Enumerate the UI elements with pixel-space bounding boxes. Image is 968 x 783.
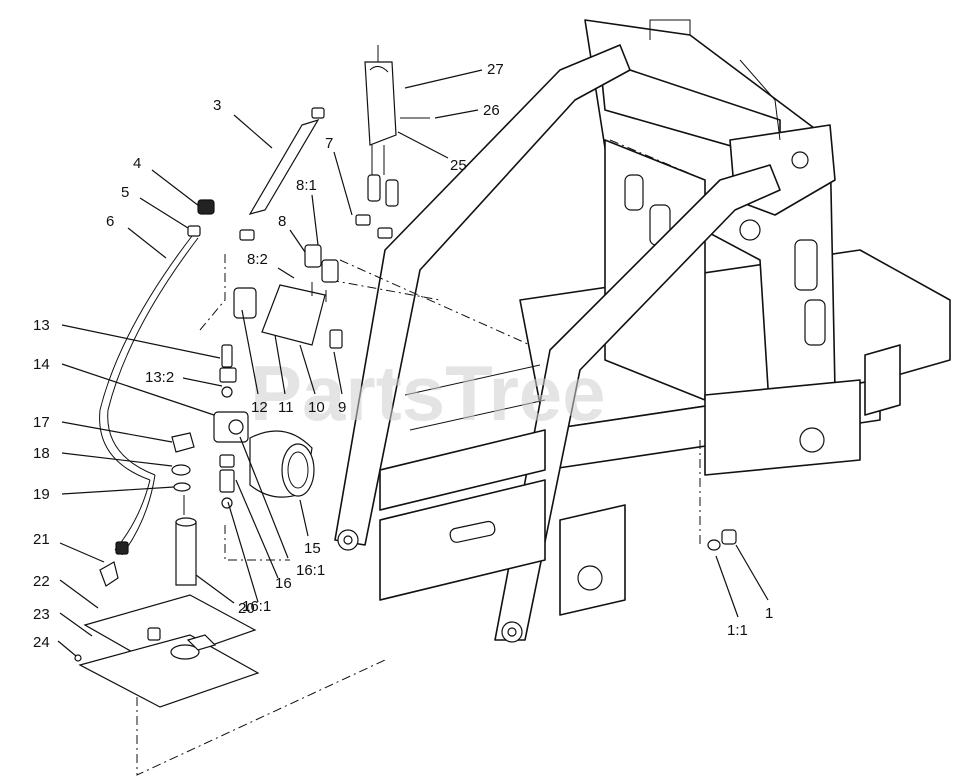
label-14: 14 bbox=[33, 356, 50, 373]
label-11: 11 bbox=[278, 399, 294, 416]
label-15: 15 bbox=[304, 540, 321, 557]
label-23: 23 bbox=[33, 606, 50, 623]
label-22: 22 bbox=[33, 573, 50, 590]
label-8-1: 8:1 bbox=[296, 177, 317, 194]
label-26: 26 bbox=[483, 102, 500, 119]
callout-labels: 27 26 25 3 7 4 5 6 8:1 8 8:2 13 13:2 14 … bbox=[33, 61, 773, 651]
part-3-hose bbox=[239, 107, 325, 241]
label-13: 13 bbox=[33, 317, 50, 334]
part-15-filter bbox=[249, 430, 315, 498]
label-25: 25 bbox=[450, 157, 467, 174]
label-17: 17 bbox=[33, 414, 50, 431]
label-3: 3 bbox=[213, 97, 221, 114]
label-6: 6 bbox=[106, 213, 114, 230]
loader-frame bbox=[136, 19, 951, 776]
label-16-1-lower: 16:1 bbox=[242, 598, 271, 615]
part-25-cylinder-bracket bbox=[364, 45, 430, 175]
part-13-14-valve bbox=[213, 344, 249, 509]
label-7: 7 bbox=[325, 135, 333, 152]
watermark-text: PartsTree bbox=[250, 349, 606, 437]
label-20: 20 bbox=[238, 600, 255, 617]
label-1: 1 bbox=[765, 605, 773, 622]
label-19: 19 bbox=[33, 486, 50, 503]
part-7-fittings bbox=[355, 174, 399, 239]
label-27: 27 bbox=[487, 61, 504, 78]
part-22-24-plate bbox=[74, 594, 260, 708]
part-1-plug bbox=[707, 529, 737, 551]
part-4-6-fittings-tube bbox=[99, 199, 215, 587]
leader-lines bbox=[57, 69, 769, 657]
label-1-1: 1:1 bbox=[727, 622, 748, 639]
part-17-20-cap-tube bbox=[171, 432, 197, 586]
label-12: 12 bbox=[251, 399, 268, 416]
label-10: 10 bbox=[308, 399, 325, 416]
label-13-2: 13:2 bbox=[145, 369, 174, 386]
label-18: 18 bbox=[33, 445, 50, 462]
part-8-12-bracket bbox=[233, 244, 343, 349]
label-4: 4 bbox=[133, 155, 141, 172]
label-21: 21 bbox=[33, 531, 50, 548]
label-24: 24 bbox=[33, 634, 50, 651]
label-16-1-upper: 16:1 bbox=[296, 562, 325, 579]
label-16: 16 bbox=[275, 575, 292, 592]
label-9: 9 bbox=[338, 399, 346, 416]
label-5: 5 bbox=[121, 184, 129, 201]
label-8-2: 8:2 bbox=[247, 251, 268, 268]
label-8: 8 bbox=[278, 213, 286, 230]
